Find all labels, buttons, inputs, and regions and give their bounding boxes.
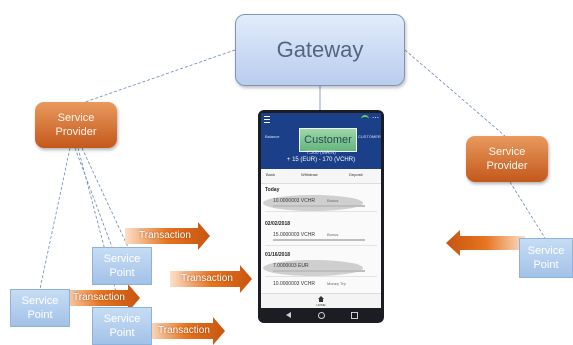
- row-amount: 15.0000003 VCHR: [273, 232, 315, 238]
- row-divider: [265, 276, 377, 277]
- phone-screen: ⋯ Balance CUSTOMER Customer 7.500 (MAIN)…: [261, 113, 381, 308]
- provider-label-line2: Provider: [486, 160, 528, 172]
- connector-provider-point-2: [74, 147, 113, 248]
- transaction-row[interactable]: 10.0000003 VCHR Money Trp: [265, 279, 377, 295]
- point-label-line1: Service: [21, 295, 59, 307]
- gateway-node: Gateway: [235, 14, 405, 86]
- point-label-line1: Service: [103, 253, 141, 265]
- point-label-line1: Service: [527, 245, 565, 257]
- row-amount: 7.0000003 EUR: [273, 263, 309, 269]
- balance-main: 7.500 (MAIN): [306, 150, 336, 156]
- tab-bank[interactable]: Bank: [266, 172, 276, 177]
- service-point-3: Service Point: [92, 307, 152, 345]
- service-point-2: Service Point: [10, 289, 70, 327]
- recent-apps-icon[interactable]: [351, 312, 358, 319]
- system-nav-bar: [258, 308, 384, 323]
- point-label-line2: Point: [533, 259, 559, 271]
- section-today: Today: [265, 187, 280, 193]
- section-date-1: 02/02/2018: [265, 221, 291, 227]
- point-label-line2: Point: [109, 267, 135, 279]
- row-subtext: [273, 270, 365, 272]
- customer-label: Customer: [299, 128, 357, 152]
- transaction-label-4: Transaction: [158, 325, 210, 336]
- service-point-1: Service Point: [92, 247, 152, 285]
- connector-right-provider-point: [509, 181, 546, 239]
- row-note: Bonus: [327, 198, 339, 203]
- home-icon[interactable]: [318, 296, 324, 302]
- row-amount: 10.0000003 VCHR: [273, 281, 315, 287]
- row-note: Bonus: [327, 232, 339, 237]
- transaction-arrow-1: [125, 222, 210, 250]
- point-label-line2: Point: [109, 327, 135, 339]
- transaction-arrow-4: [148, 317, 225, 345]
- service-provider-left: Service Provider: [35, 102, 117, 148]
- header-left-text: Balance: [265, 134, 280, 139]
- connector-gateway-right-provider: [404, 49, 506, 137]
- transaction-label-2: Transaction: [181, 273, 233, 284]
- balance-detail: + 15 (EUR) - 170 (VCHR): [286, 157, 356, 163]
- transaction-row[interactable]: 10.0000003 VCHR Bonus: [263, 195, 377, 212]
- transaction-row[interactable]: 7.0000003 EUR: [263, 260, 377, 277]
- row-subtext: [273, 239, 365, 241]
- service-provider-right: Service Provider: [466, 136, 548, 182]
- header-right-text: CUSTOMER: [358, 134, 381, 139]
- menu-icon[interactable]: [264, 116, 270, 123]
- highlight-ellipse: [263, 195, 363, 211]
- wifi-icon: [361, 115, 369, 122]
- tab-bar: Bank Withdraw Deposit: [261, 169, 381, 184]
- provider-label-line1: Service: [488, 146, 526, 158]
- transaction-label-3: Transaction: [73, 292, 125, 303]
- row-divider: [265, 211, 377, 212]
- row-amount: 10.0000003 VCHR: [273, 198, 315, 204]
- highlight-ellipse: [263, 260, 363, 276]
- row-subtext: [273, 205, 365, 207]
- gateway-label: Gateway: [276, 37, 364, 62]
- app-header: ⋯ Balance CUSTOMER Customer 7.500 (MAIN)…: [261, 113, 381, 169]
- section-date-2: 01/16/2018: [265, 252, 291, 258]
- transaction-label-1: Transaction: [139, 230, 191, 241]
- incoming-arrow: [446, 230, 525, 256]
- provider-label-line2: Provider: [55, 126, 97, 138]
- connector-provider-point-4: [81, 147, 129, 248]
- provider-label-line1: Service: [57, 112, 95, 124]
- customer-phone: ⋯ Balance CUSTOMER Customer 7.500 (MAIN)…: [258, 110, 384, 323]
- transaction-row[interactable]: 15.0000003 VCHR Bonus: [265, 230, 377, 246]
- connector-provider-point-1: [39, 147, 71, 290]
- transaction-arrow-3: [60, 284, 140, 312]
- row-divider: [265, 245, 377, 246]
- bottom-nav: HOME: [261, 293, 381, 308]
- more-icon[interactable]: ⋯: [372, 115, 379, 122]
- point-label-line1: Service: [103, 313, 141, 325]
- point-label-line2: Point: [27, 309, 53, 321]
- home-button-icon[interactable]: [318, 312, 325, 319]
- tab-withdraw[interactable]: Withdraw: [301, 172, 318, 177]
- tab-deposit[interactable]: Deposit: [349, 172, 363, 177]
- transaction-arrow-2: [170, 265, 252, 293]
- row-note: Money Trp: [327, 281, 346, 286]
- nav-home-label: HOME: [316, 303, 326, 307]
- service-point-4: Service Point: [519, 238, 573, 278]
- connector-gateway-left-provider: [84, 49, 236, 103]
- back-icon[interactable]: [286, 312, 291, 318]
